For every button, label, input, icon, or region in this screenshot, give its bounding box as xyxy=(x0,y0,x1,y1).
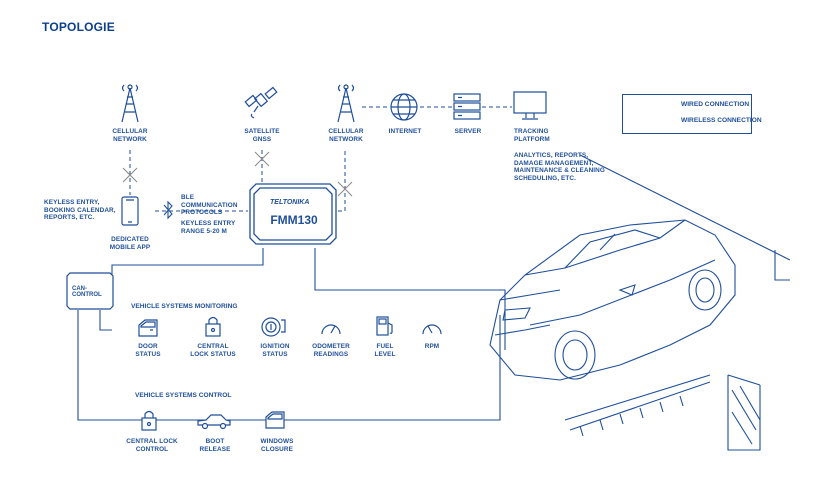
can-control-label: CAN-CONTROL xyxy=(72,286,102,298)
can-control-box xyxy=(66,272,114,310)
satellite-line2: GNSS xyxy=(252,135,272,143)
ble-label: BLE COMMUNICATION PROTOCOLS xyxy=(181,194,251,217)
tracking-label: TRACKING PLATFORM xyxy=(514,128,574,143)
cellular-right-line1: CELLULAR xyxy=(328,128,364,135)
cellular-left-line2: NETWORK xyxy=(113,135,147,143)
boot-release-icon xyxy=(197,414,231,430)
keyless-line2: BOOKING CALENDAR, xyxy=(44,206,116,214)
window-icon xyxy=(265,411,285,429)
fuel-level-line1: FUEL xyxy=(376,343,394,350)
ignition-status-label: IGNITION STATUS xyxy=(250,343,300,358)
cell-tower-left-icon xyxy=(121,84,139,123)
boot-release-line1: BOOT xyxy=(205,438,225,445)
internet-label: INTERNET xyxy=(388,128,422,135)
fuel-icon xyxy=(376,316,393,336)
mobile-app-line2: MOBILE APP xyxy=(109,243,151,251)
x-mark-3 xyxy=(337,181,353,197)
wireless-device-to-cell-right xyxy=(338,150,346,212)
cell-tower-right-icon xyxy=(337,84,355,123)
device-model: FMM130 xyxy=(270,213,318,227)
cellular-right-line2: NETWORK xyxy=(329,135,363,143)
boot-release-line2: RELEASE xyxy=(199,445,231,453)
wired-device-to-can xyxy=(111,248,264,280)
satellite-line1: SATELLITE xyxy=(244,128,280,135)
keyless-text: KEYLESS ENTRY, BOOKING CALENDAR, REPORTS… xyxy=(44,199,124,222)
ignition-icon xyxy=(261,317,286,337)
legend-wired-label: WIRED CONNECTION xyxy=(681,101,750,108)
mobile-app-line1: DEDICATED xyxy=(111,236,149,243)
bluetooth-icon xyxy=(163,200,173,220)
cellular-left-line1: CELLULAR xyxy=(112,128,148,135)
door-status-line1: DOOR xyxy=(138,343,158,350)
keyless-line3: REPORTS, ETC. xyxy=(44,214,95,222)
ble-line1: BLE COMMUNICATION xyxy=(181,194,238,209)
central-lock-control-label: CENTRAL LOCK CONTROL xyxy=(122,438,182,453)
door-status-line2: STATUS xyxy=(135,350,161,358)
car-garage-illustration xyxy=(489,154,790,451)
tracking-desc-4: SCHEDULING, ETC. xyxy=(514,174,576,182)
door-status-label: DOOR STATUS xyxy=(123,343,173,358)
legend: WIRED CONNECTION WIRELESS CONNECTION xyxy=(622,94,762,134)
odometer-icon xyxy=(321,324,341,335)
lock-icon xyxy=(205,316,221,337)
wired-can-to-monitoring xyxy=(99,310,112,331)
can-control: CAN-CONTROL xyxy=(64,272,112,310)
central-lock-control-line1: CENTRAL LOCK xyxy=(126,438,178,445)
x-mark-2 xyxy=(254,151,270,167)
satellite-label: SATELLITE GNSS xyxy=(237,128,287,143)
wired-can-to-control xyxy=(77,310,501,421)
legend-wired: WIRED CONNECTION xyxy=(623,100,751,112)
tracking-desc-1: ANALYTICS, REPORTS, xyxy=(514,152,589,159)
tracking-desc-3: MAINTENANCE & CLEANING xyxy=(514,167,605,175)
boot-release-label: BOOT RELEASE xyxy=(190,438,240,453)
fmm130-device-icon xyxy=(249,183,337,245)
tracking-description: ANALYTICS, REPORTS, DAMAGE MANAGEMENT, M… xyxy=(514,152,614,182)
tracking-line2: PLATFORM xyxy=(514,135,550,143)
central-lock-control-icon xyxy=(141,410,157,431)
ble-line2: PROTOCOLS xyxy=(181,209,223,217)
smartphone-icon xyxy=(121,196,139,226)
central-lock-status-line2: LOCK STATUS xyxy=(190,350,236,358)
fuel-level-line2: LEVEL xyxy=(374,350,396,358)
control-title: VEHICLE SYSTEMS CONTROL xyxy=(135,392,232,399)
fuel-level-label: FUEL LEVEL xyxy=(360,343,410,358)
x-mark-1 xyxy=(122,167,138,183)
ignition-status-line1: IGNITION xyxy=(260,343,290,350)
range-line1: KEYLESS ENTRY xyxy=(181,220,236,227)
cellular-left-label: CELLULAR NETWORK xyxy=(105,128,155,143)
odometer-line2: READINGS xyxy=(313,350,349,358)
central-lock-status-label: CENTRAL LOCK STATUS xyxy=(183,343,243,358)
server-label: SERVER xyxy=(454,128,482,135)
odometer-label: ODOMETER READINGS xyxy=(306,343,356,358)
legend-wireless-label: WIRELESS CONNECTION xyxy=(681,117,762,124)
ignition-status-line2: STATUS xyxy=(262,350,288,358)
range-line2: RANGE 5-20 M xyxy=(181,227,227,235)
tracking-line1: TRACKING xyxy=(514,128,549,135)
rpm-label: RPM xyxy=(424,343,440,350)
satellite-icon xyxy=(244,86,278,119)
cellular-right-label: CELLULAR NETWORK xyxy=(321,128,371,143)
rpm-icon xyxy=(422,324,442,335)
mobile-app-label: DEDICATED MOBILE APP xyxy=(105,236,155,251)
windows-closure-line1: WINDOWS xyxy=(260,438,294,445)
range-label: KEYLESS ENTRY RANGE 5-20 M xyxy=(181,220,251,235)
globe-icon xyxy=(390,93,418,121)
windows-closure-line2: CLOSURE xyxy=(261,445,293,453)
legend-wireless: WIRELESS CONNECTION xyxy=(623,116,762,128)
windows-closure-label: WINDOWS CLOSURE xyxy=(252,438,302,453)
monitoring-title: VEHICLE SYSTEMS MONITORING xyxy=(131,303,238,310)
tracking-desc-2: DAMAGE MANAGEMENT, xyxy=(514,159,594,167)
page-title: TOPOLOGIE xyxy=(42,20,115,34)
door-icon xyxy=(138,319,158,337)
central-lock-control-line2: CONTROL xyxy=(135,445,169,453)
central-lock-status-line1: CENTRAL xyxy=(197,343,229,350)
monitor-icon xyxy=(513,91,547,120)
server-icon xyxy=(453,93,481,120)
keyless-line1: KEYLESS ENTRY, xyxy=(44,199,100,206)
odometer-line1: ODOMETER xyxy=(312,343,350,350)
device-brand: TELTONIKA xyxy=(270,199,310,206)
